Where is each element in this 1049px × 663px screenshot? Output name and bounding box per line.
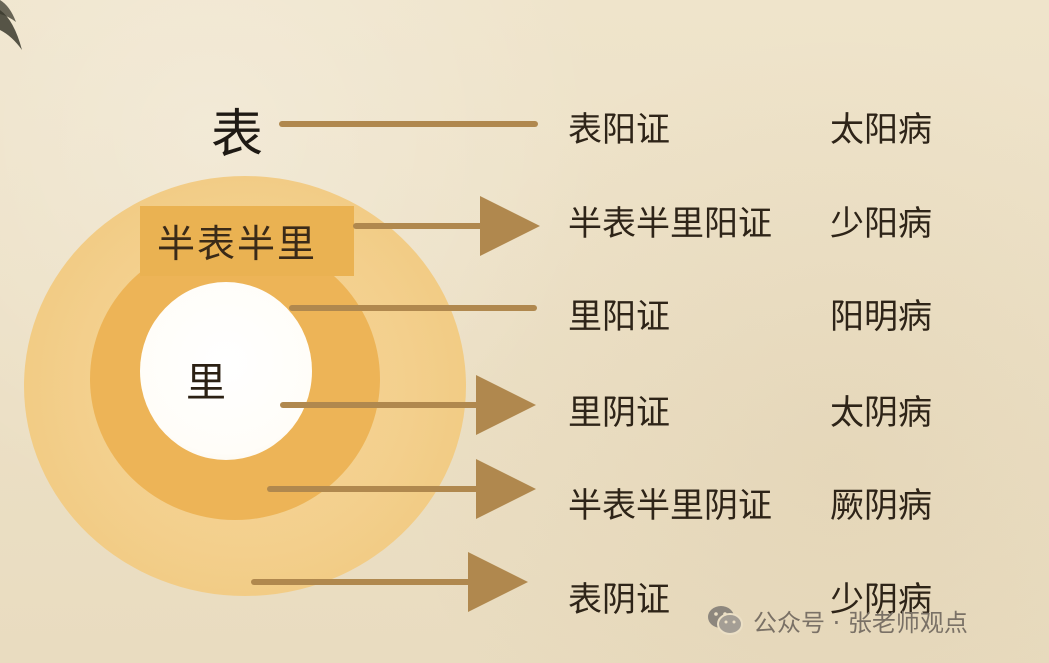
disease-label: 厥阴病 [830,486,932,526]
half-label-box [140,206,354,276]
syndrome-label: 表阳证 [568,110,670,150]
wechat-icon [708,606,743,635]
watermark-text: 公众号 · 张老师观点 [753,608,968,637]
syndrome-label: 半表半里阴证 [568,486,772,526]
disease-label: 阳明病 [830,297,932,337]
disease-label: 少阳病 [830,204,932,244]
syndrome-label: 里阴证 [568,393,670,433]
disease-label: 太阴病 [830,393,932,433]
syndrome-label: 里阳证 [568,297,670,337]
inner-circle [140,282,312,460]
syndrome-label: 半表半里阳证 [568,204,772,244]
disease-label: 少阴病 [830,580,932,620]
middle-label: 半表半里 [157,222,318,266]
syndrome-label: 表阴证 [568,580,670,620]
bamboo-leaf-decoration [0,0,22,50]
disease-label: 太阳病 [830,110,932,150]
inner-label: 里 [186,360,226,406]
watermark: 公众号 · 张老师观点 [705,600,968,640]
outer-label: 表 [211,105,264,165]
